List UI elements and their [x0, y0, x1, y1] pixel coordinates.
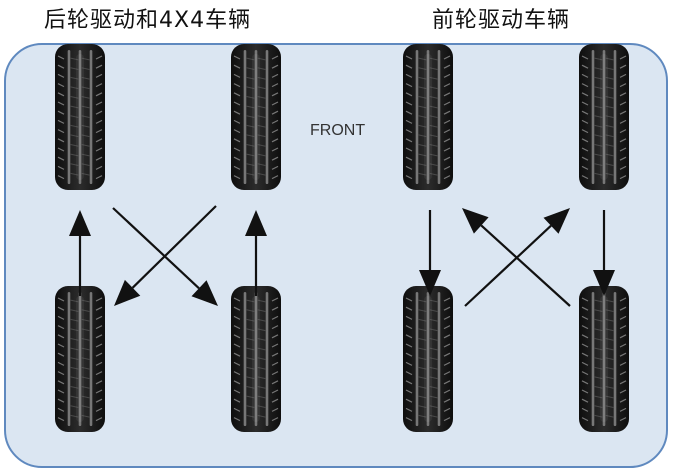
arrow-right-front-right-to-rear-right — [593, 210, 615, 296]
arrow-right-front-left-to-rear-left — [419, 210, 441, 296]
tire-icon-right-front-left — [403, 44, 453, 190]
tire-icon-left-rear-right — [231, 286, 281, 432]
tire-icon-left-front-right — [231, 44, 281, 190]
tire-icon-right-front-right — [579, 44, 629, 190]
tire-icon-right-rear-left — [403, 286, 453, 432]
arrow-left-rear-right-to-front-right — [245, 210, 267, 296]
arrow-right-rear-right-to-front-left — [462, 208, 571, 307]
tire-icon-right-rear-right — [579, 286, 629, 432]
rear-drive-4x4-title: 后轮驱动和4X4车辆 — [44, 8, 252, 33]
arrow-right-rear-left-to-front-right — [464, 208, 570, 307]
front-label: FRONT — [310, 122, 365, 139]
tire-icon-left-rear-left — [55, 286, 105, 432]
arrow-left-front-left-to-rear-right — [112, 207, 218, 306]
diagram-panel — [4, 43, 668, 468]
tire-icon-left-front-left — [55, 44, 105, 190]
arrow-left-front-right-to-rear-left — [114, 205, 217, 306]
arrow-left-rear-left-to-front-left — [69, 210, 91, 296]
front-drive-title: 前轮驱动车辆 — [432, 8, 571, 33]
